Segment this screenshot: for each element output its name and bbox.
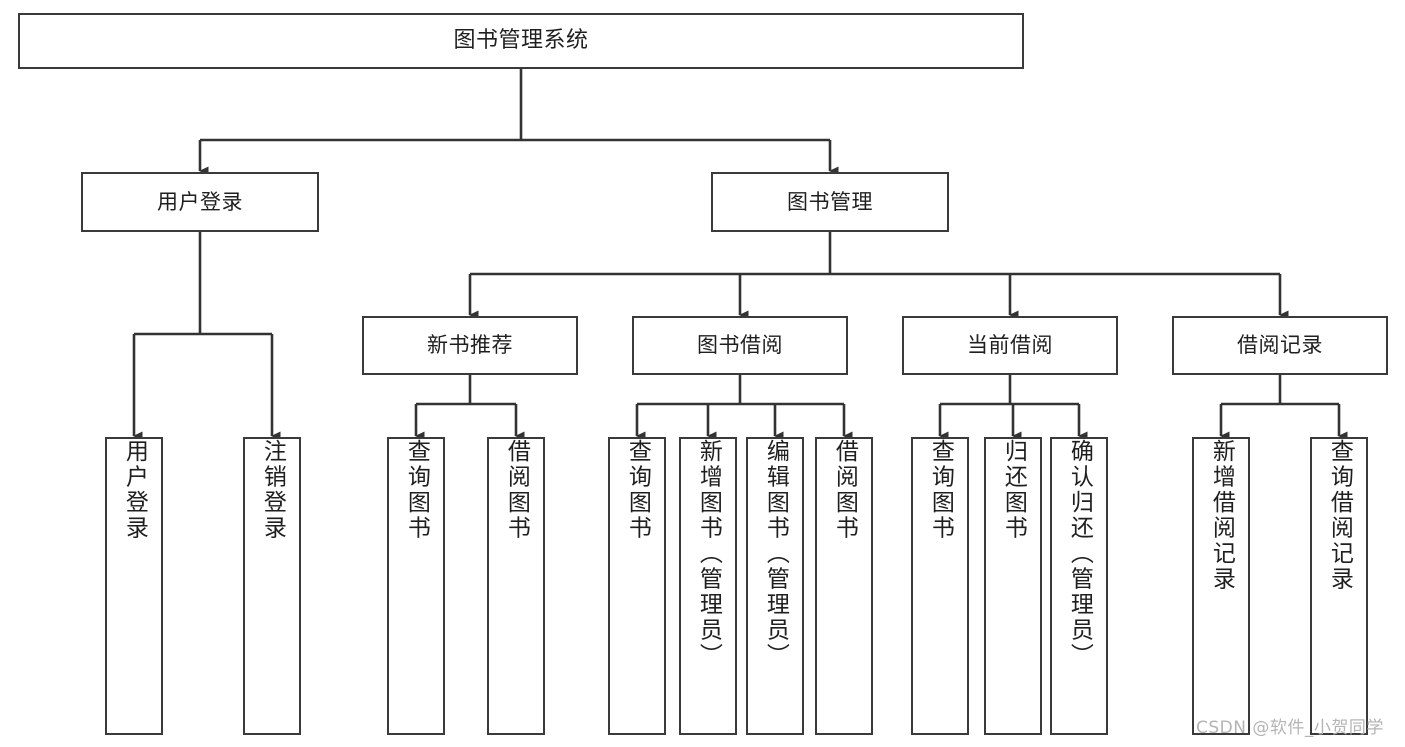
- node-label: 归还图书: [1000, 439, 1027, 541]
- node-label: 新增图书（管理员）: [695, 439, 722, 669]
- node-label: 图书借阅: [697, 333, 783, 358]
- node-label: 注销登录: [259, 439, 286, 541]
- leaf-user-login[interactable]: 用户登录: [105, 437, 163, 735]
- leaf-add-borrow-record[interactable]: 新增借阅记录: [1192, 437, 1250, 735]
- node-borrow-record[interactable]: 借阅记录: [1172, 316, 1388, 375]
- leaf-return-book[interactable]: 归还图书: [984, 437, 1042, 735]
- node-label: 新增借阅记录: [1208, 439, 1235, 592]
- leaf-query-book-recommend[interactable]: 查询图书: [387, 437, 445, 735]
- node-label: 查询图书: [927, 439, 954, 541]
- leaf-confirm-return-admin[interactable]: 确认归还（管理员）: [1050, 437, 1108, 735]
- leaf-edit-book-admin[interactable]: 编辑图书（管理员）: [746, 437, 804, 735]
- node-label: 用户登录: [121, 439, 148, 541]
- leaf-logout[interactable]: 注销登录: [243, 437, 301, 735]
- node-user-login[interactable]: 用户登录: [81, 172, 319, 232]
- node-label: 用户登录: [157, 189, 243, 214]
- leaf-query-book-current[interactable]: 查询图书: [911, 437, 969, 735]
- node-label: 查询图书: [403, 439, 430, 541]
- node-root-system[interactable]: 图书管理系统: [18, 13, 1024, 69]
- node-book-management[interactable]: 图书管理: [711, 172, 949, 232]
- node-label: 当前借阅: [967, 333, 1053, 358]
- node-label: 图书管理: [787, 189, 873, 214]
- node-label: 确认归还（管理员）: [1066, 439, 1093, 669]
- leaf-add-book-admin[interactable]: 新增图书（管理员）: [679, 437, 737, 735]
- node-book-borrow[interactable]: 图书借阅: [632, 316, 848, 375]
- leaf-borrow-book-recommend[interactable]: 借阅图书: [487, 437, 545, 735]
- node-label: 查询图书: [624, 439, 651, 541]
- leaf-borrow-book[interactable]: 借阅图书: [815, 437, 873, 735]
- node-label: 借阅图书: [503, 439, 530, 541]
- node-new-book-recommend[interactable]: 新书推荐: [362, 316, 578, 375]
- connector-lines: [132, 69, 1348, 441]
- leaf-query-book-borrow[interactable]: 查询图书: [608, 437, 666, 735]
- node-label: 编辑图书（管理员）: [762, 439, 789, 669]
- node-label: 借阅记录: [1237, 333, 1323, 358]
- node-label: 新书推荐: [427, 333, 513, 358]
- node-label: 图书管理系统: [453, 28, 589, 54]
- csdn-watermark: CSDN @软件_小贺同学: [1196, 718, 1384, 738]
- node-current-borrow[interactable]: 当前借阅: [902, 316, 1118, 375]
- leaf-query-borrow-record[interactable]: 查询借阅记录: [1310, 437, 1368, 735]
- node-label: 查询借阅记录: [1326, 439, 1353, 592]
- node-label: 借阅图书: [831, 439, 858, 541]
